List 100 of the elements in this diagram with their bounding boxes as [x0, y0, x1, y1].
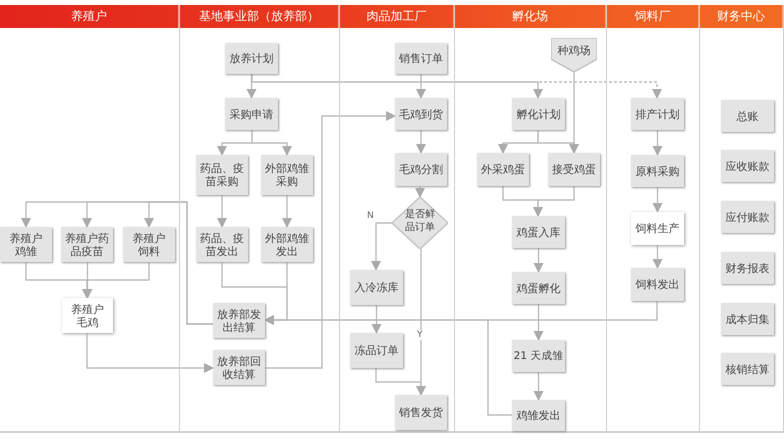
step-label: 毛鸡分割	[398, 163, 444, 176]
arrow	[251, 130, 292, 156]
arrow	[371, 222, 392, 271]
step-label: 外部鸡雏发出	[264, 232, 310, 258]
process-box	[512, 216, 565, 248]
step-label: 采购申请	[228, 108, 274, 120]
swimlane	[0, 5, 180, 433]
step-label: 销售订单	[398, 52, 444, 65]
process-box	[225, 98, 278, 130]
process-box	[395, 395, 447, 430]
arrow	[534, 304, 544, 341]
step-label: 种鸡场	[556, 44, 592, 56]
arrow	[246, 74, 256, 99]
step-label: 放养部发出结算	[216, 308, 262, 334]
arrow	[533, 186, 575, 217]
process-box	[350, 333, 403, 368]
step-label: 外采鸡蛋	[480, 163, 526, 176]
step-label: 入冷冻库	[354, 281, 400, 294]
swimlane	[607, 5, 700, 433]
process-box	[62, 298, 113, 333]
arrow	[534, 248, 544, 273]
step-label: 养殖户药品疫苗	[64, 232, 110, 258]
process-box	[512, 272, 565, 304]
step-label: 药品、疫苗采购	[199, 162, 245, 188]
process-box	[512, 400, 565, 431]
step-label: 外部鸡雏采购	[264, 162, 310, 188]
edge-label: N	[366, 211, 375, 221]
step-label: 养殖户鸡雏	[8, 232, 44, 258]
step-label: 应收账款	[724, 160, 770, 172]
arrow	[652, 187, 662, 213]
arrow	[375, 368, 426, 396]
swimlane	[700, 5, 784, 433]
swimlane	[455, 5, 607, 433]
step-label: 孵化计划	[516, 108, 562, 120]
step-label: 排产计划	[634, 108, 680, 120]
arrow	[416, 74, 426, 99]
step-label: 21 天成雏	[514, 350, 564, 362]
arrow	[86, 333, 214, 373]
process-box	[512, 340, 565, 372]
arrow	[372, 305, 382, 334]
process-box	[350, 270, 403, 305]
step-label: 成本归集	[724, 312, 770, 326]
step-label: 养殖户饲料	[132, 232, 166, 258]
lane-header: 饲料厂	[607, 5, 699, 28]
offpage-connector	[551, 38, 597, 72]
arrow	[537, 130, 579, 154]
step-label: 饲料发出	[634, 278, 680, 291]
lane-header: 肉品加工厂	[340, 5, 454, 28]
arrow	[416, 130, 426, 154]
step-label: 是否鲜品订单	[404, 208, 436, 234]
process-box	[196, 155, 248, 195]
edge-label: Y	[416, 330, 424, 340]
process-box	[631, 155, 684, 187]
arrow	[82, 262, 150, 299]
step-label: 财务报表	[724, 262, 770, 274]
process-box	[631, 268, 684, 301]
arrow	[217, 195, 227, 228]
lane-header: 孵化场	[455, 5, 606, 28]
process-box	[395, 153, 447, 186]
swimlane	[340, 5, 455, 433]
process-box	[261, 155, 313, 195]
arrow	[415, 186, 425, 198]
step-label: 冻品订单	[354, 344, 400, 357]
process-box	[721, 303, 774, 335]
process-box	[631, 98, 684, 130]
step-label: 原料采购	[634, 164, 680, 178]
lane-header: 基地事业部（放养部）	[180, 5, 339, 28]
process-box	[721, 100, 774, 132]
lane-header: 养殖户	[0, 5, 179, 28]
process-box	[548, 153, 600, 186]
arrow	[652, 130, 662, 156]
process-box	[721, 150, 774, 182]
process-box	[395, 43, 447, 74]
process-box	[123, 227, 175, 262]
step-label: 毛鸡到货	[398, 108, 444, 120]
step-label: 放养计划	[228, 52, 274, 65]
step-label: 鸡雏发出	[516, 409, 562, 422]
arrow	[282, 195, 292, 228]
process-box	[721, 201, 774, 233]
process-box	[477, 153, 529, 186]
process-box	[395, 98, 447, 130]
arrow	[534, 372, 544, 401]
process-box	[721, 252, 774, 284]
step-label: 鸡蛋孵化	[516, 282, 562, 294]
arrow	[265, 111, 396, 369]
step-label: 饲料生产	[634, 222, 680, 235]
process-box	[225, 43, 278, 74]
step-label: 核销结算	[724, 362, 770, 376]
step-label: 药品、疫苗发出	[199, 232, 245, 258]
arrow	[144, 201, 213, 325]
arrow	[251, 74, 543, 99]
process-box	[0, 227, 52, 262]
process-box	[721, 353, 774, 385]
step-label: 接受鸡蛋	[551, 163, 597, 176]
decision-diamond	[392, 197, 448, 249]
step-label: 放养部回收结算	[216, 354, 262, 380]
arrow	[251, 74, 662, 99]
arrow	[652, 245, 662, 269]
step-label: 应付账款	[724, 210, 770, 224]
swimlane	[180, 5, 340, 433]
